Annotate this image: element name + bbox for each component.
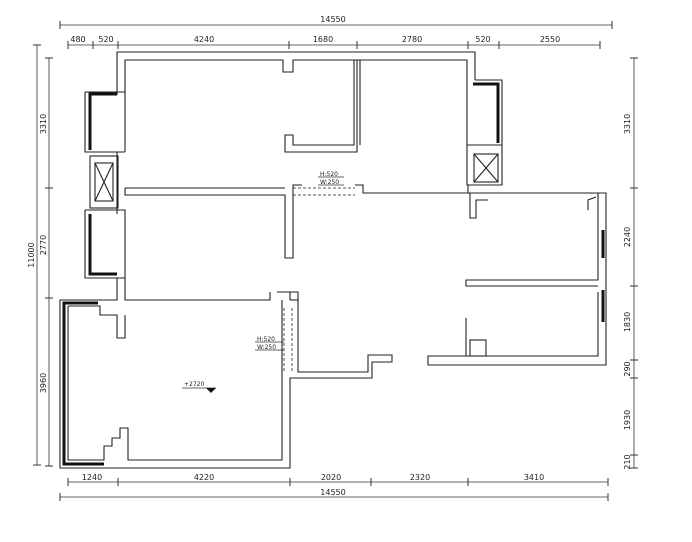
left-seg-3: 3960 — [39, 373, 48, 393]
top-seg-4: 1680 — [313, 35, 333, 44]
left-total-dim: 11000 — [27, 242, 36, 267]
right-seg-2: 2240 — [623, 227, 632, 247]
top-seg-1: 480 — [70, 35, 85, 44]
right-seg-5: 1930 — [623, 410, 632, 430]
elevation-label: +2720 — [184, 381, 204, 388]
top-seg-6: 520 — [475, 35, 490, 44]
right-dimension-chain: 3310 2240 1830 290 1930 210 — [623, 57, 638, 470]
left-seg-2: 2770 — [39, 235, 48, 255]
window-tag-w: W:250 — [320, 179, 339, 186]
top-seg-5: 2780 — [402, 35, 422, 44]
window-walls — [62, 82, 605, 466]
right-seg-6: 210 — [623, 454, 632, 469]
top-seg-3: 4240 — [194, 35, 214, 44]
right-seg-4: 290 — [623, 361, 632, 376]
bottom-seg-1: 1240 — [82, 473, 102, 482]
bottom-dimension-chain: 1240 4220 2020 2320 3410 14550 — [59, 473, 609, 501]
bottom-total-dim: 14550 — [320, 488, 345, 497]
left-seg-1: 3310 — [39, 114, 48, 134]
elevation-triangle-icon — [206, 388, 216, 393]
exterior-walls — [59, 51, 607, 469]
window-tag-room: H:520 W:250 — [255, 336, 284, 351]
right-seg-3: 1830 — [623, 312, 632, 332]
bottom-seg-5: 3410 — [524, 473, 544, 482]
window-tag-h: H:520 — [320, 171, 338, 178]
bottom-seg-3: 2020 — [321, 473, 341, 482]
window-room-tag-h: H:520 — [257, 336, 275, 343]
left-dimension-chain: 11000 3310 2770 3960 — [27, 44, 53, 467]
openings — [283, 187, 355, 372]
bottom-seg-4: 2320 — [410, 473, 430, 482]
elevation-marker: +2720 — [182, 381, 216, 393]
top-seg-7: 2550 — [540, 35, 560, 44]
window-room-tag-w: W:250 — [257, 344, 276, 351]
top-seg-2: 520 — [98, 35, 113, 44]
top-total-dim: 14550 — [320, 15, 345, 24]
top-dimension-chain: 14550 480 520 4240 1680 2780 520 2550 — [59, 15, 613, 49]
window-tag-corridor: H:520 W:250 — [318, 171, 344, 186]
bottom-seg-2: 4220 — [194, 473, 214, 482]
right-seg-1: 3310 — [623, 114, 632, 134]
